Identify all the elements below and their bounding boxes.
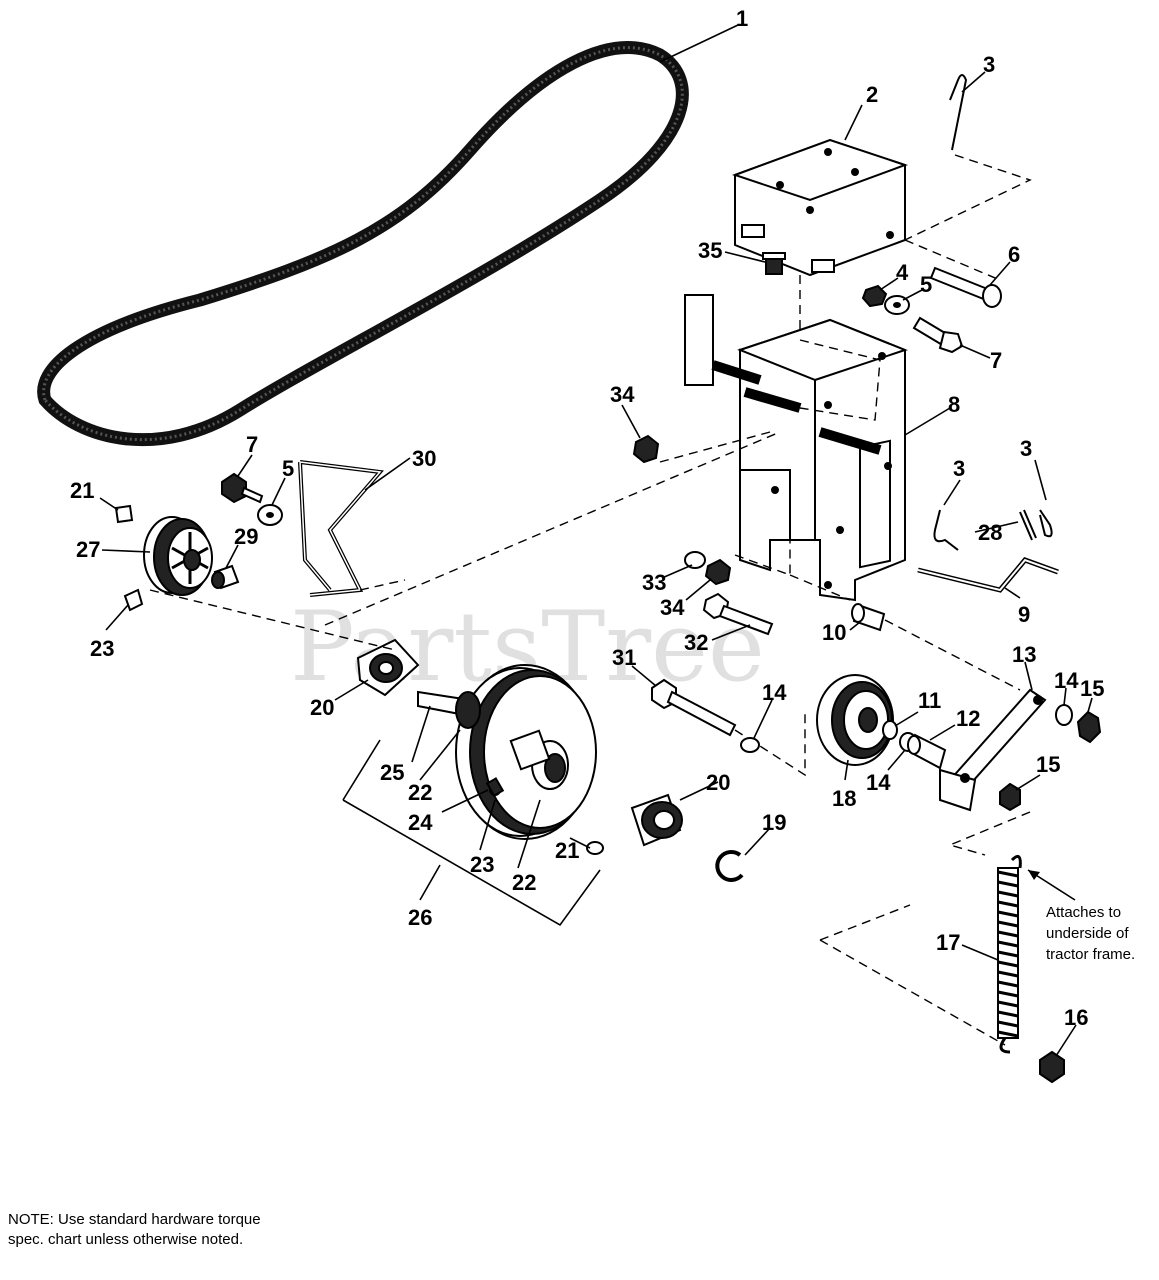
label-9: 9 xyxy=(1018,602,1030,627)
label-26: 26 xyxy=(408,905,432,930)
spacer-10 xyxy=(851,603,886,632)
bolt-32 xyxy=(702,592,774,636)
main-pulley-26 xyxy=(455,664,597,840)
label-14: 14 xyxy=(866,770,891,795)
label-23: 23 xyxy=(90,636,114,661)
label-31: 31 xyxy=(612,645,636,670)
nut-4 xyxy=(861,284,888,308)
shaft-25 xyxy=(417,690,481,729)
label-7: 7 xyxy=(246,432,258,457)
washer-14-left xyxy=(740,737,760,753)
bearing-flange-20-right xyxy=(630,793,683,847)
nut-16 xyxy=(1039,1050,1065,1084)
key-21-left xyxy=(114,504,134,524)
label-32: 32 xyxy=(684,630,708,655)
set-screw-23-left xyxy=(123,588,144,612)
label-22: 22 xyxy=(512,870,536,895)
washer-5-left xyxy=(257,504,283,526)
label-23: 23 xyxy=(470,852,494,877)
idler-pulley-27 xyxy=(143,516,213,596)
nut-34-lower xyxy=(704,558,732,586)
hardware-torque-note: NOTE: Use standard hardware torque spec.… xyxy=(8,1211,261,1248)
label-1: 1 xyxy=(736,6,748,31)
label-12: 12 xyxy=(956,706,980,731)
label-15: 15 xyxy=(1036,752,1060,777)
main-frame-bracket xyxy=(684,294,908,602)
extension-spring-17 xyxy=(997,854,1022,1054)
washer-14-right xyxy=(1055,704,1073,726)
spring-attach-note: Attaches to underside of tractor frame. xyxy=(1046,904,1135,963)
label-35: 35 xyxy=(698,238,722,263)
bolt-7-left xyxy=(221,472,264,504)
label-17: 17 xyxy=(936,930,960,955)
bearing-flange-20-left xyxy=(356,638,420,697)
key-21-right xyxy=(586,841,604,855)
washer-5-right xyxy=(884,295,910,315)
bolt-7-right xyxy=(912,316,964,354)
set-screw-24 xyxy=(485,777,505,797)
label-20: 20 xyxy=(310,695,334,720)
upper-bracket xyxy=(731,138,909,277)
label-25: 25 xyxy=(380,760,404,785)
nut-34-upper xyxy=(632,434,660,464)
label-10: 10 xyxy=(822,620,846,645)
label-22: 22 xyxy=(408,780,432,805)
label-18: 18 xyxy=(832,786,856,811)
bushing-29 xyxy=(211,564,240,590)
hairpin-cotter-right xyxy=(1039,509,1053,538)
bolt-31 xyxy=(651,678,737,737)
idler-arm-13 xyxy=(939,688,1047,812)
label-5: 5 xyxy=(282,456,294,481)
idler-pulley-18 xyxy=(816,674,894,766)
label-14: 14 xyxy=(762,680,787,705)
label-34: 34 xyxy=(610,382,635,407)
screw-35 xyxy=(762,252,786,275)
label-5: 5 xyxy=(920,272,932,297)
label-19: 19 xyxy=(762,810,786,835)
label-27: 27 xyxy=(76,537,100,562)
label-29: 29 xyxy=(234,524,258,549)
cotter-pin-28 xyxy=(1019,509,1037,541)
label-33: 33 xyxy=(642,570,666,595)
label-28: 28 xyxy=(978,520,1002,545)
attach-note-line-2: underside of xyxy=(1046,925,1129,942)
nut-15-upper xyxy=(1076,710,1102,744)
spacer-12 xyxy=(907,733,947,770)
label-21: 21 xyxy=(70,478,94,503)
clevis-pin-6 xyxy=(929,266,1002,308)
washer-11 xyxy=(882,720,898,740)
belt-guide-30 xyxy=(298,460,384,597)
v-belt xyxy=(37,41,689,447)
label-14: 14 xyxy=(1054,668,1079,693)
label-3: 3 xyxy=(983,52,995,77)
washer-33 xyxy=(684,551,706,569)
label-3: 3 xyxy=(953,456,965,481)
label-13: 13 xyxy=(1012,642,1036,667)
label-16: 16 xyxy=(1064,1005,1088,1030)
e-ring-19 xyxy=(715,849,744,882)
label-8: 8 xyxy=(948,392,960,417)
label-4: 4 xyxy=(896,260,909,285)
callout-numbers: 1 2 3 35 4 5 6 7 8 34 3 3 28 9 30 7 5 21… xyxy=(70,6,1104,1030)
label-15: 15 xyxy=(1080,676,1104,701)
attach-note-line-1: Attaches to xyxy=(1046,904,1121,921)
label-11: 11 xyxy=(918,688,941,713)
label-34: 34 xyxy=(660,595,685,620)
label-2: 2 xyxy=(866,82,878,107)
hairpin-cotter-top xyxy=(949,74,968,151)
label-24: 24 xyxy=(408,810,433,835)
label-7: 7 xyxy=(990,348,1002,373)
label-20: 20 xyxy=(706,770,730,795)
label-3: 3 xyxy=(1020,436,1032,461)
label-21: 21 xyxy=(555,838,579,863)
attach-note-line-3: tractor frame. xyxy=(1046,946,1135,963)
control-rod-9 xyxy=(917,557,1059,593)
nut-15-lower xyxy=(999,782,1021,812)
hairpin-cotter-middle xyxy=(933,509,959,551)
label-6: 6 xyxy=(1008,242,1020,267)
label-30: 30 xyxy=(412,446,436,471)
